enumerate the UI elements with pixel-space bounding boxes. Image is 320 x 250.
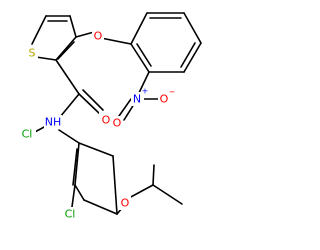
bond [152, 164, 155, 186]
bond [69, 15, 77, 38]
bond [35, 56, 57, 61]
amide-nh-label: NH [45, 116, 62, 129]
nitro-oxygen-minus-label: O [160, 93, 169, 106]
bond [74, 142, 80, 186]
bond [152, 184, 183, 205]
amide-oxygen-label: O [102, 114, 111, 127]
bond [75, 31, 95, 38]
bond [78, 93, 102, 116]
bond [55, 59, 80, 95]
bond [183, 12, 202, 44]
chemical-structure: S O N + O O − O NH Cl Cl O [18, 12, 202, 221]
bond [59, 93, 80, 118]
chlorine-upper-label: Cl [22, 128, 33, 141]
thiophene-sulfur-label: S [29, 47, 36, 60]
bond [55, 36, 77, 61]
bond [57, 41, 75, 60]
bond [72, 148, 78, 186]
bonds [31, 12, 202, 215]
bond [31, 15, 47, 45]
bond [180, 42, 196, 68]
bond [126, 184, 154, 200]
bond [100, 37, 132, 45]
bond [74, 184, 85, 201]
nitro-oxygen-double-label: O [113, 117, 122, 130]
bond [136, 43, 152, 67]
ether-oxygen-1-label: O [94, 30, 103, 43]
bond [83, 199, 118, 215]
bond [58, 129, 80, 144]
bond [112, 155, 118, 215]
nitro-oxygen-charge: − [169, 88, 176, 97]
bond [130, 43, 150, 73]
bond [130, 12, 148, 45]
ether-oxygen-2-label: O [121, 197, 130, 210]
bond [78, 142, 114, 157]
bond [118, 98, 132, 117]
bond [82, 89, 104, 111]
atom-labels: S O N + O O − O NH Cl Cl O [18, 29, 175, 221]
chlorine-lower-label: Cl [65, 208, 76, 221]
nitro-nitrogen-charge: + [142, 87, 149, 96]
nitro-nitrogen-label: N [133, 93, 141, 106]
bond [137, 71, 150, 96]
bond [183, 42, 202, 73]
